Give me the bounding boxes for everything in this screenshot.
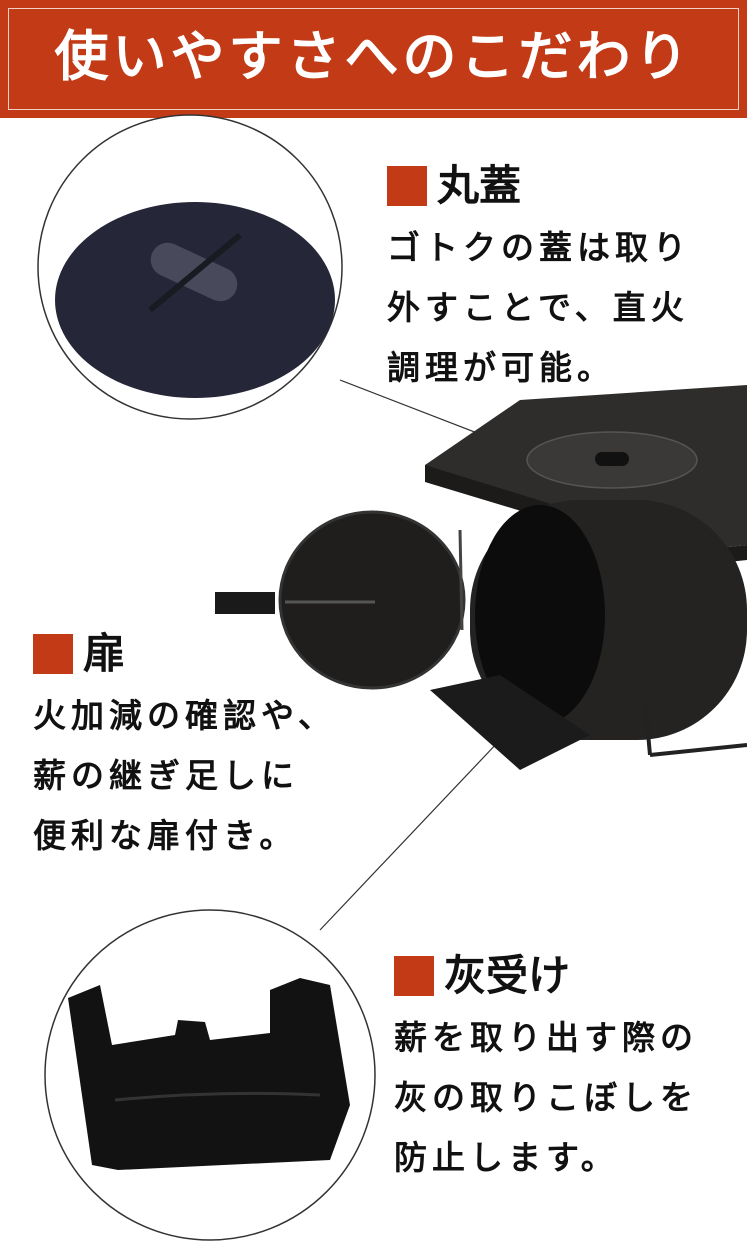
feature-title: 扉 [83, 629, 126, 678]
square-bullet-icon [33, 634, 73, 674]
feature-text-line: 防止します。 [394, 1138, 619, 1177]
lid-detail-circle [37, 114, 343, 420]
stove-image [215, 385, 747, 770]
feature-text-line: 外すことで、直火 [387, 288, 689, 327]
ash-tray-detail-circle [44, 909, 376, 1241]
feature-text-line: 調理が可能。 [387, 348, 615, 387]
square-bullet-icon [387, 166, 427, 206]
connector-line-ash [319, 739, 501, 931]
header-banner: 使いやすさへのこだわり [0, 0, 747, 118]
page-title: 使いやすさへのこだわり [54, 25, 693, 88]
feature-text-line: 薪を取り出す際の [394, 1018, 698, 1057]
feature-ash-tray: 灰受け 薪を取り出す際の 灰の取りこぼしを 防止します。 [394, 950, 698, 1188]
square-bullet-icon [394, 956, 434, 996]
feature-title: 丸蓋 [437, 161, 522, 210]
feature-text-line: 火加減の確認や、 [33, 696, 337, 735]
feature-text-line: 便利な扉付き。 [33, 816, 298, 855]
feature-door: 扉 火加減の確認や、 薪の継ぎ足しに 便利な扉付き。 [33, 628, 336, 866]
feature-lid: 丸蓋 ゴトクの蓋は取り 外すことで、直火 調理が可能。 [387, 160, 691, 398]
feature-text-line: ゴトクの蓋は取り [387, 228, 691, 267]
feature-text-line: 灰の取りこぼしを [394, 1078, 698, 1117]
header-frame [8, 8, 739, 110]
feature-text-line: 薪の継ぎ足しに [33, 756, 299, 795]
feature-title: 灰受け [444, 951, 571, 1000]
